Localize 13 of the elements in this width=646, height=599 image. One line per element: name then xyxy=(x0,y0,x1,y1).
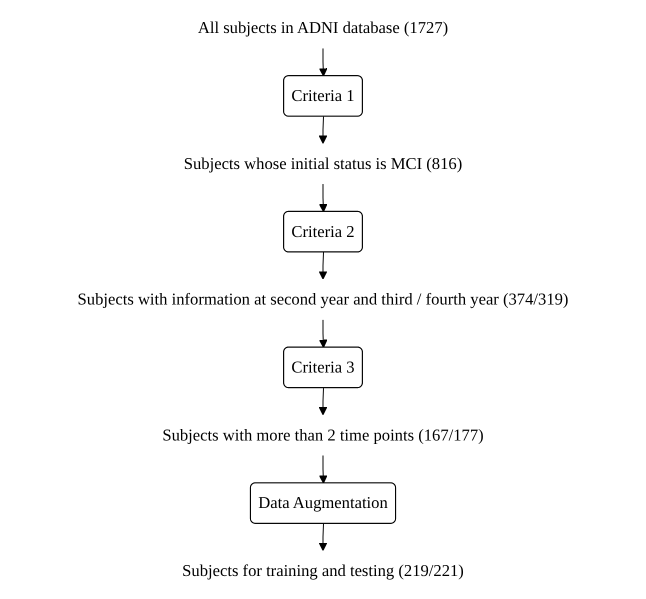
node-text: Subjects with more than 2 time points (167/177) xyxy=(162,426,484,444)
node-text: Subjects for training and testing (219/221) xyxy=(182,561,464,580)
arrow xyxy=(318,48,328,77)
node-text: Subjects whose initial status is MCI (816) xyxy=(184,154,462,173)
arrow xyxy=(318,184,328,212)
arrow xyxy=(318,454,328,484)
arrow xyxy=(318,319,328,348)
node-text: All subjects in ADNI database (1727) xyxy=(198,18,448,38)
arrow xyxy=(318,252,328,280)
arrow xyxy=(318,523,328,552)
arrow xyxy=(318,388,328,416)
node-text: Subjects with information at second year and third / fourth year (374/319) xyxy=(78,290,568,309)
arrow xyxy=(318,116,328,144)
